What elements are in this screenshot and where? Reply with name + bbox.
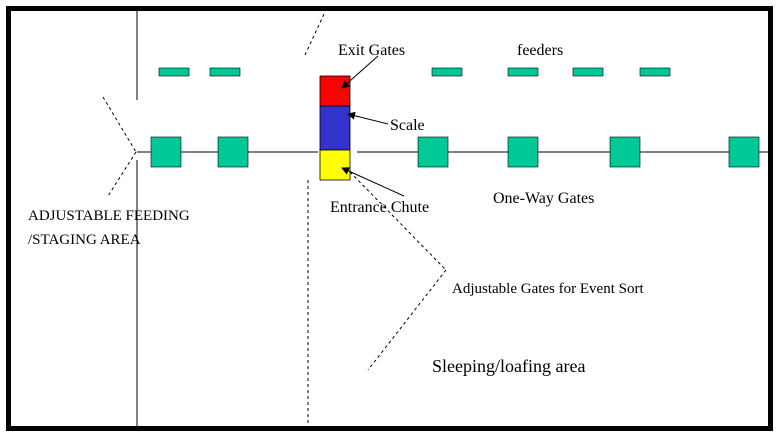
entrance-chute-arrow <box>341 167 405 197</box>
feeding-area-label-line2: /STAGING AREA <box>28 232 141 248</box>
event-sort-gate-lower <box>367 269 447 371</box>
feeder <box>158 67 190 77</box>
entrance-chute-label: Entrance Chute <box>330 199 429 216</box>
exit-gates-block <box>319 75 351 107</box>
staging-gate-upper <box>102 96 137 153</box>
feeding-area-label-line1: ADJUSTABLE FEEDING <box>28 208 190 224</box>
scale-label: Scale <box>390 117 425 134</box>
exit-gates-arrow <box>341 55 379 89</box>
scale-block <box>319 105 351 151</box>
feeder <box>572 67 604 77</box>
one-way-gate <box>417 136 449 168</box>
staging-gate-lower <box>107 151 137 197</box>
feeder <box>431 67 463 77</box>
one-way-gate <box>507 136 539 168</box>
one-way-gate <box>217 136 249 168</box>
feeder <box>639 67 671 77</box>
event-sort-gate-upper <box>349 171 447 271</box>
scale-arrow <box>347 111 389 125</box>
exit-gates-label: Exit Gates <box>338 42 405 59</box>
adjustable-fence-upper <box>304 11 326 56</box>
one-way-gate <box>150 136 182 168</box>
one-way-gate <box>609 136 641 168</box>
feeder <box>209 67 241 77</box>
adjustable-gates-label: Adjustable Gates for Event Sort <box>452 281 644 297</box>
entrance-chute-block <box>319 149 351 181</box>
one-way-gates-label: One-Way Gates <box>493 190 594 207</box>
sleeping-area-label: Sleeping/loafing area <box>432 356 585 376</box>
feeders-label: feeders <box>517 42 563 59</box>
one-way-gate <box>728 136 760 168</box>
feeder <box>507 67 539 77</box>
pen-border <box>6 6 773 431</box>
